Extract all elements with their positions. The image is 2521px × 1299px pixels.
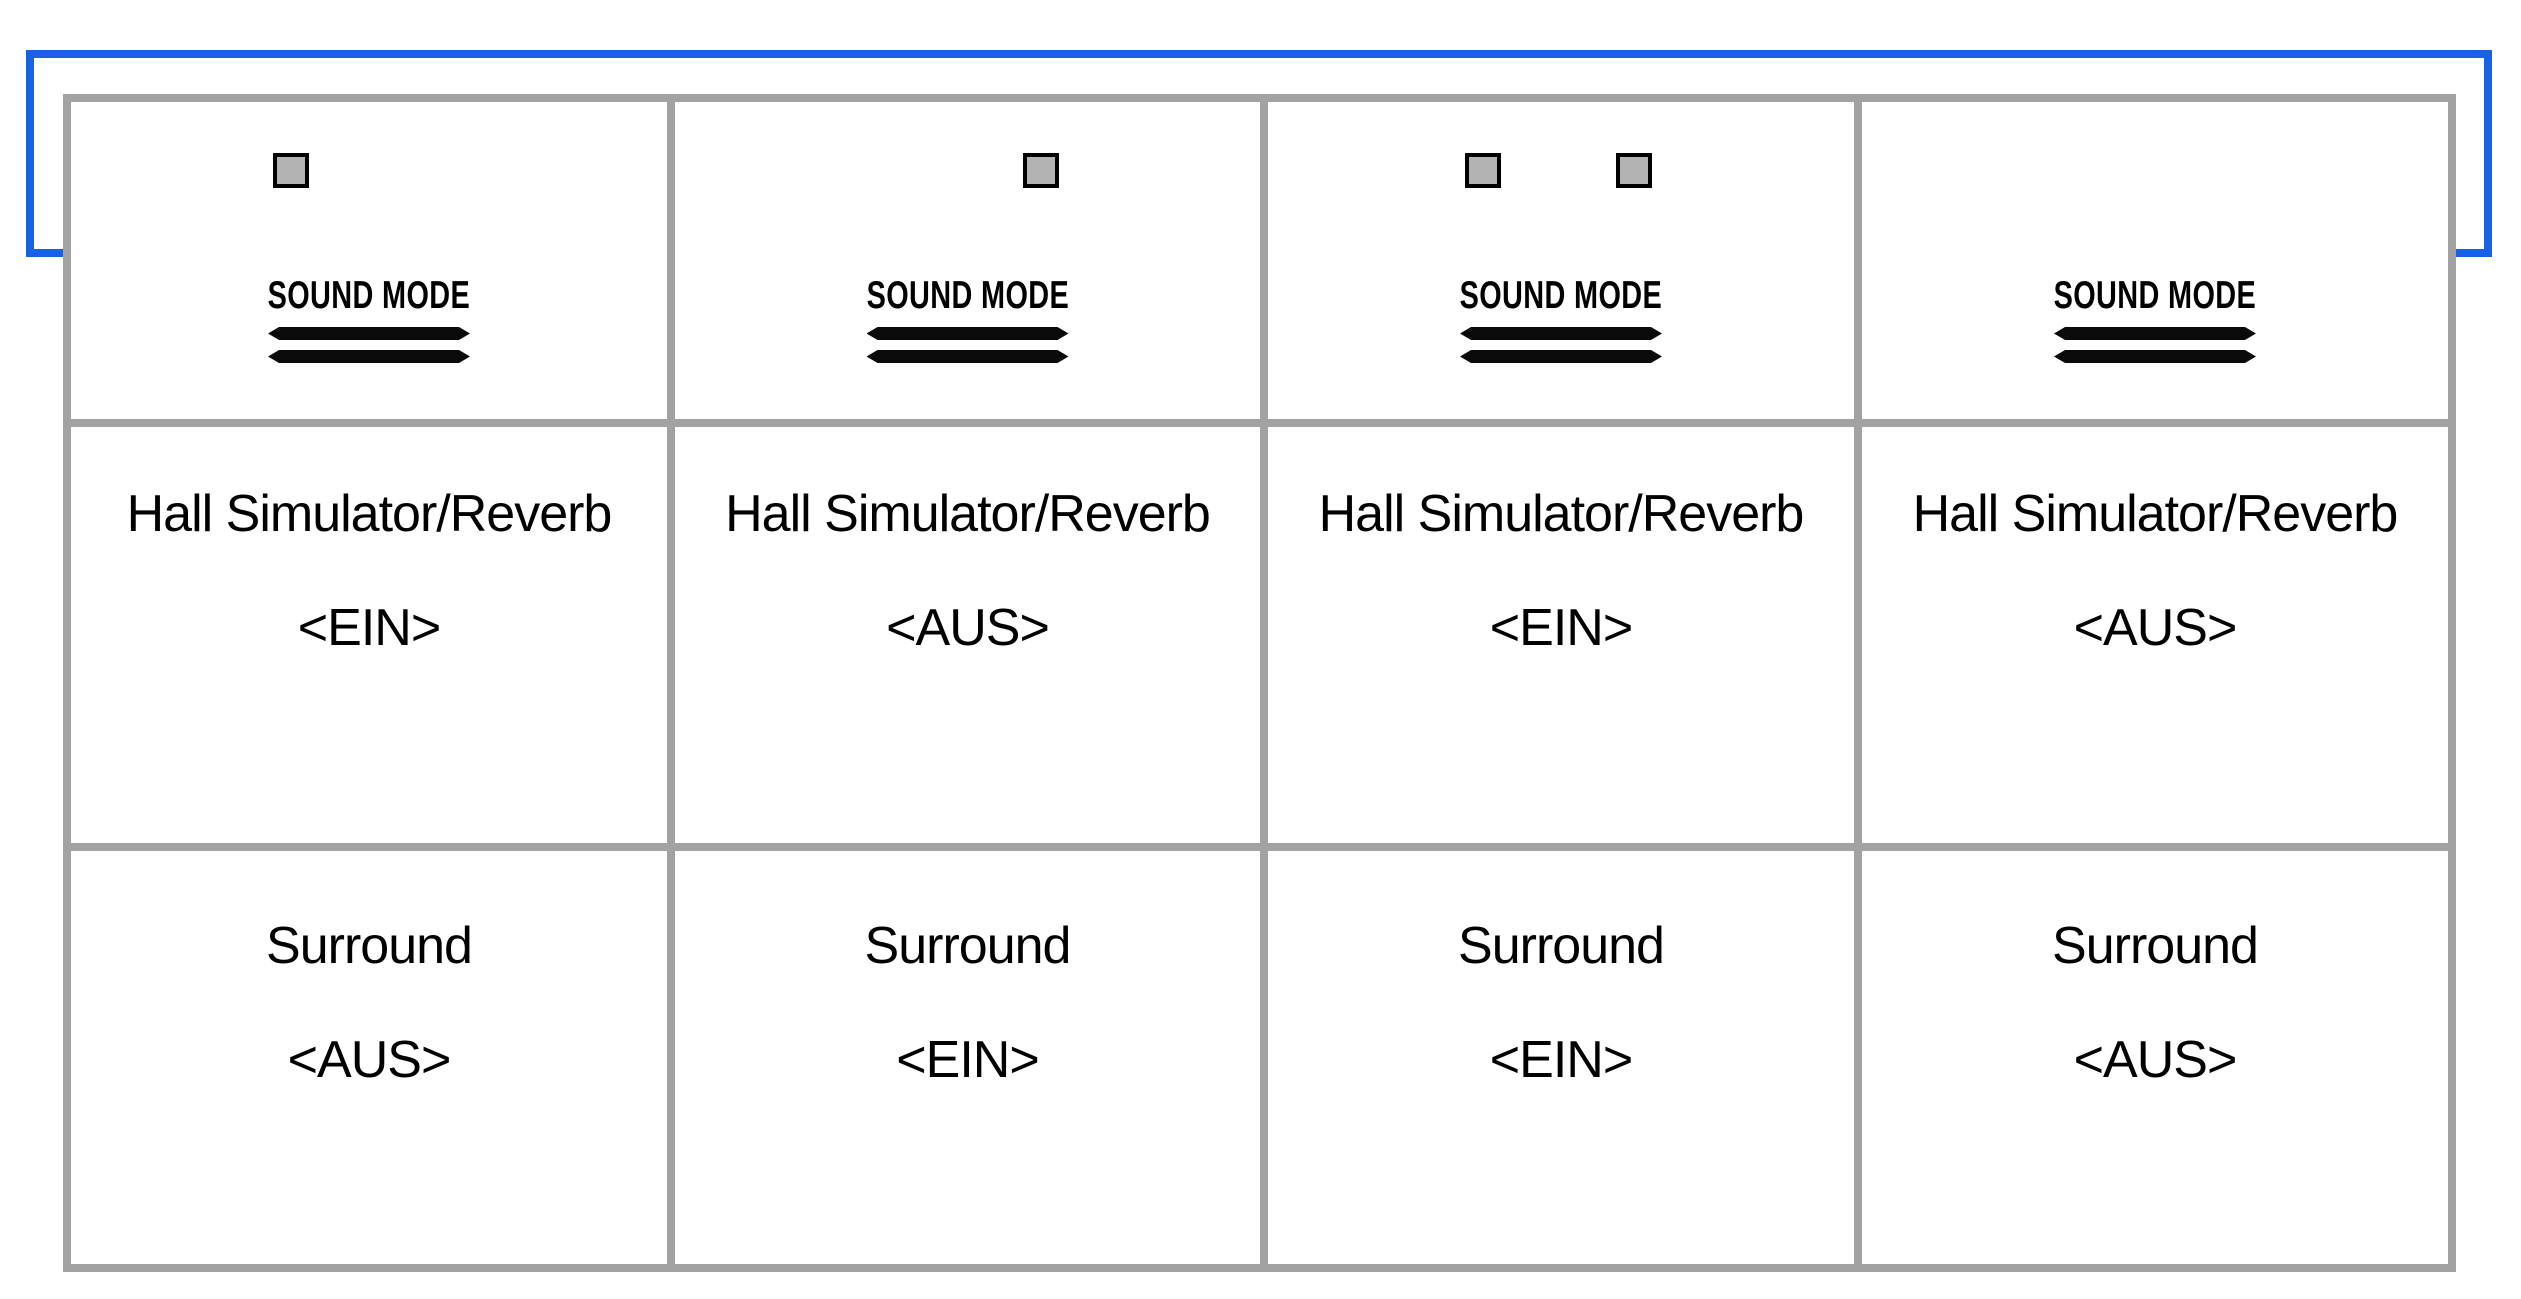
setting-label: Hall Simulator/Reverb — [126, 485, 613, 543]
cycle-loop-top-line — [26, 50, 2492, 58]
setting-value: <EIN> — [896, 1031, 1039, 1089]
button-bar — [1460, 350, 1662, 363]
setting-value: <EIN> — [1489, 599, 1633, 657]
panel-2-hall-cell: Hall Simulator/Reverb <AUS> — [675, 427, 1260, 843]
sound-mode-button: SOUND MODE — [1268, 276, 1854, 324]
panel-3-hall-cell: Hall Simulator/Reverb <EIN> — [1268, 427, 1854, 843]
setting-label: Surround — [266, 917, 473, 975]
setting-value: <AUS> — [2073, 1031, 2238, 1089]
sound-mode-button-label: SOUND MODE — [2053, 274, 2257, 317]
sound-mode-button-bars — [268, 327, 470, 373]
setting-value: <EIN> — [297, 599, 441, 657]
setting-value: <EIN> — [1489, 1031, 1633, 1089]
setting-label: Surround — [2052, 917, 2259, 975]
panel-1-hall-cell: Hall Simulator/Reverb <EIN> — [71, 427, 667, 843]
button-bar — [2054, 327, 2256, 340]
led-indicator-left — [273, 153, 309, 188]
button-bar — [867, 327, 1069, 340]
panel-1-surround-cell: Surround <AUS> — [71, 851, 667, 1264]
sound-mode-button: SOUND MODE — [675, 276, 1260, 324]
cycle-loop-left-line — [26, 50, 34, 257]
setting-value: <AUS> — [2073, 599, 2238, 657]
sound-mode-button-label: SOUND MODE — [1459, 274, 1663, 317]
sound-mode-button: SOUND MODE — [1862, 276, 2448, 324]
button-bar — [2054, 350, 2256, 363]
button-bar — [268, 350, 470, 363]
setting-value: <AUS> — [886, 599, 1050, 657]
led-indicator-left — [1465, 153, 1501, 188]
sound-mode-button-bars — [867, 327, 1069, 373]
led-indicator-right — [1022, 153, 1059, 188]
setting-label: Hall Simulator/Reverb — [725, 485, 1211, 543]
flow-table: SOUND MODE SOUND MODE SOUND MODE SOUND M… — [63, 94, 2456, 1272]
panel-2-surround-cell: Surround <EIN> — [675, 851, 1260, 1264]
panel-4-surround-cell: Surround <AUS> — [1862, 851, 2448, 1264]
sound-mode-button-bars — [2054, 327, 2256, 373]
sound-mode-button-label: SOUND MODE — [267, 274, 471, 317]
cycle-loop-right-line — [2484, 50, 2492, 257]
panel-3-button-cell: SOUND MODE — [1268, 102, 1854, 419]
setting-value: <AUS> — [287, 1031, 452, 1089]
flow-arrow-into-panel-1 — [26, 249, 92, 257]
button-bar — [1460, 327, 1662, 340]
sound-mode-button-label: SOUND MODE — [866, 274, 1069, 317]
panel-3-surround-cell: Surround <EIN> — [1268, 851, 1854, 1264]
sound-mode-button: SOUND MODE — [71, 276, 667, 324]
button-bar — [867, 350, 1069, 363]
setting-label: Surround — [864, 917, 1072, 975]
panel-1-button-cell: SOUND MODE — [71, 102, 667, 419]
sound-mode-button-bars — [1460, 327, 1662, 373]
setting-label: Surround — [1458, 917, 1665, 975]
panel-4-button-cell: SOUND MODE — [1862, 102, 2448, 419]
button-bar — [268, 327, 470, 340]
panel-4-hall-cell: Hall Simulator/Reverb <AUS> — [1862, 427, 2448, 843]
setting-label: Hall Simulator/Reverb — [1318, 485, 1805, 543]
setting-label: Hall Simulator/Reverb — [1912, 485, 2399, 543]
led-indicator-right — [1616, 153, 1652, 188]
panel-2-button-cell: SOUND MODE — [675, 102, 1260, 419]
